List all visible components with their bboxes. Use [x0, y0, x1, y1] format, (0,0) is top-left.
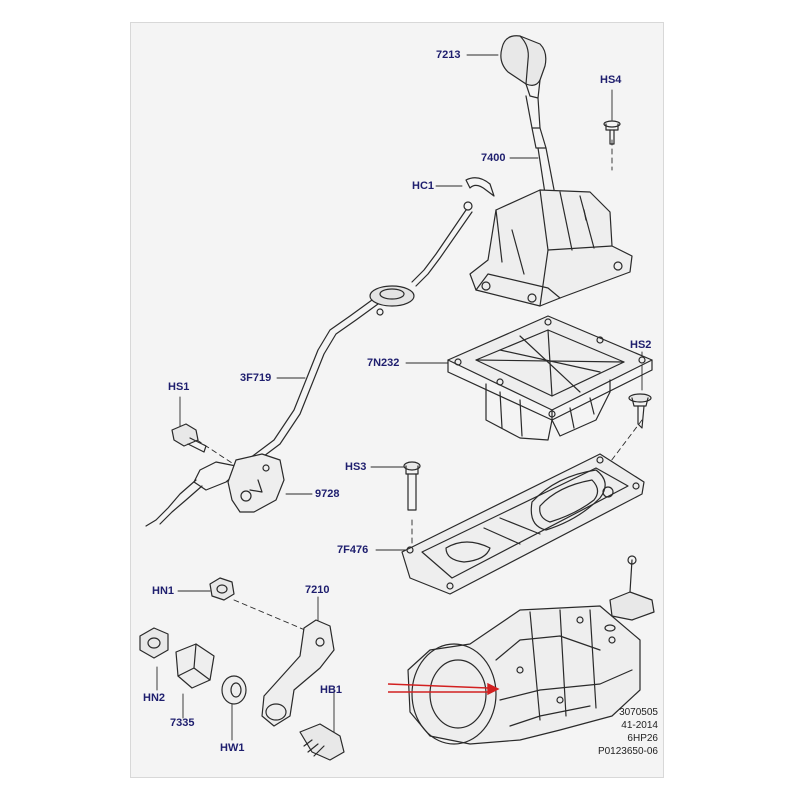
bolt-hs2	[628, 393, 652, 429]
red-indicator-arrows	[387, 682, 500, 696]
callout-7213: 7213	[436, 49, 461, 61]
shift-knob	[500, 35, 547, 99]
callout-hn2: HN2	[143, 692, 166, 704]
selector-lever-7210	[261, 619, 335, 727]
shift-cable	[145, 201, 473, 527]
reference-block: 3070505 41-2014 6HP26 P0123650-06	[584, 706, 658, 758]
callout-7335: 7335	[170, 717, 195, 729]
shifter-base-plate	[447, 315, 653, 441]
callout-hs3: HS3	[345, 461, 367, 473]
alignment-dashes	[196, 139, 643, 631]
bolt-hb1	[299, 723, 345, 761]
callout-7n232: 7N232	[367, 357, 400, 369]
clip-hc1	[465, 177, 495, 197]
reference-date: 41-2014	[621, 720, 658, 731]
nut-hn2	[139, 627, 169, 659]
bolt-hs1	[171, 423, 207, 453]
callout-9728: 9728	[315, 488, 340, 500]
callout-hs4: HS4	[600, 74, 622, 86]
bolt-hs4	[603, 120, 621, 145]
reference-number: 3070505	[619, 707, 658, 718]
callout-hw1: HW1	[220, 742, 245, 754]
shift-lever	[525, 95, 557, 201]
callout-hc1: HC1	[412, 180, 435, 192]
reference-part-id: P0123650-06	[597, 746, 658, 757]
nut-hn1	[209, 577, 235, 601]
callout-3f719: 3F719	[240, 372, 272, 384]
callout-hs2: HS2	[630, 339, 652, 351]
leader-lines	[156, 54, 643, 741]
callout-hs1: HS1	[168, 381, 190, 393]
callout-hn1: HN1	[152, 585, 175, 597]
washer-hw1	[221, 675, 247, 705]
bushing-7335	[175, 643, 215, 689]
bolt-hs3	[403, 461, 421, 511]
reference-model: 6HP26	[627, 733, 658, 744]
callout-hb1: HB1	[320, 684, 343, 696]
mounting-plate-gasket	[401, 453, 645, 595]
callout-7400: 7400	[481, 152, 506, 164]
bracket-9728	[227, 453, 285, 513]
shifter-housing	[469, 189, 633, 307]
transmission-6hp26	[407, 555, 655, 745]
callout-7210: 7210	[305, 584, 330, 596]
callout-7f476: 7F476	[337, 544, 369, 556]
